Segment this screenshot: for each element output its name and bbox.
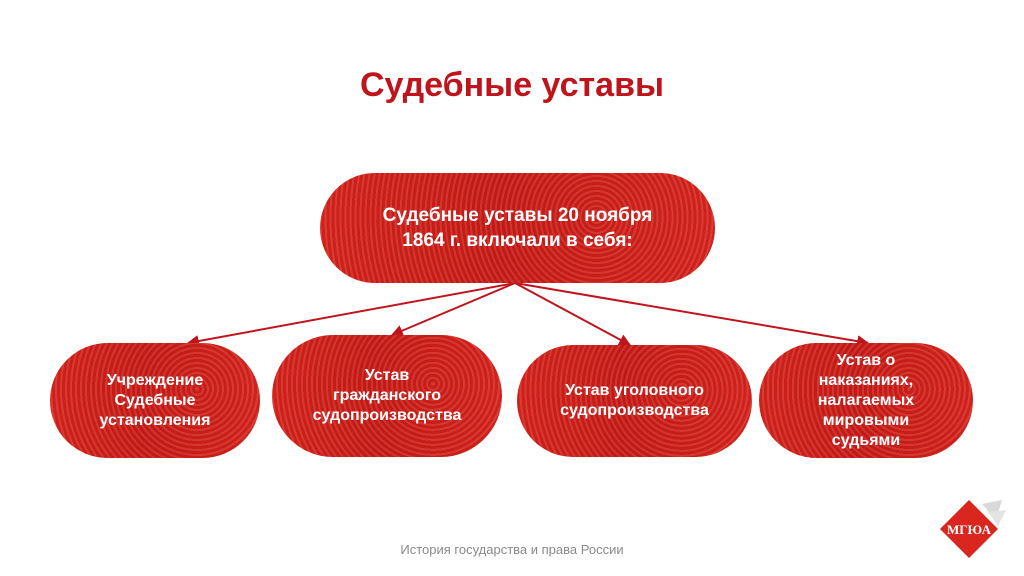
arrow-to-item-4 [514, 282, 870, 348]
item-2-line: Устав [364, 367, 410, 384]
item-box-1: Учреждение Судебные установления [50, 343, 260, 458]
item-box-3: Устав уголовного судопроизводства [517, 345, 752, 457]
logo-diamond-icon [940, 500, 1006, 558]
item-1-line: установления [99, 411, 211, 429]
item-2-line: гражданского [332, 387, 442, 404]
main-box: Судебные уставы 20 ноября 1864 г. включа… [320, 173, 715, 283]
main-box-line-1: Судебные уставы 20 ноября [382, 205, 653, 226]
footer-caption: История государства и права России [400, 542, 624, 557]
logo-text: МГЮА [946, 522, 992, 537]
item-4-line: налагаемых [817, 391, 915, 409]
item-4-line: судьями [831, 431, 901, 449]
mgua-logo: МГЮА [938, 498, 1008, 568]
arrow-to-item-2 [390, 282, 516, 337]
item-1-line: Судебные [114, 391, 196, 409]
main-box-line-2: 1864 г. включали в себя: [402, 230, 633, 251]
arrow-to-item-3 [514, 282, 632, 346]
item-box-4: Устав о наказаниях, налагаемых мировыми … [759, 343, 973, 458]
item-3-line: Устав уголовного [565, 382, 704, 399]
item-3-line: судопроизводства [560, 402, 709, 419]
item-2-line: судопроизводства [312, 407, 462, 424]
slide-title: Судебные уставы [359, 66, 665, 104]
arrow-to-item-1 [186, 282, 516, 347]
item-4-line: наказаниях, [818, 371, 914, 389]
item-1-line: Учреждение [106, 371, 204, 389]
item-4-line: мировыми [822, 411, 910, 429]
item-box-2: Устав гражданского судопроизводства [272, 335, 502, 457]
item-4-line: Устав о [836, 351, 896, 369]
